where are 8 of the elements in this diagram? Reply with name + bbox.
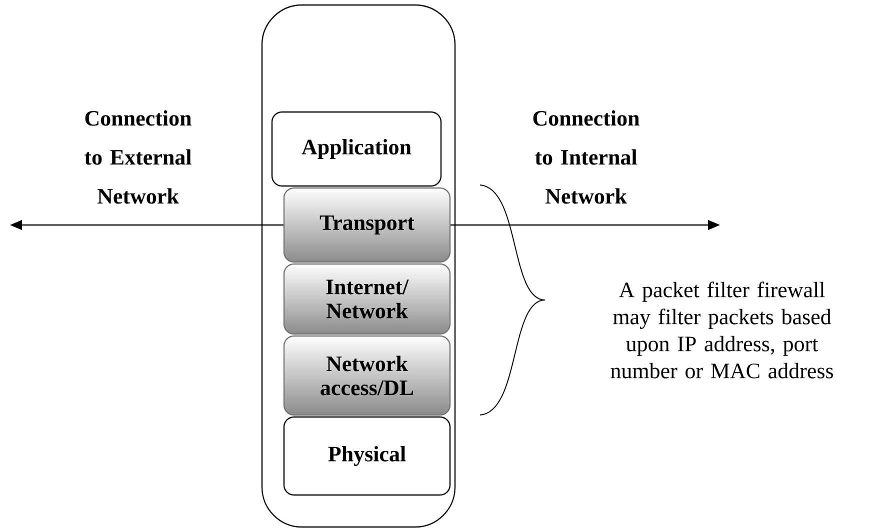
connection-label: Connection to External Network (84, 110, 192, 204)
layer-box: Physical (283, 416, 451, 496)
layer-box: Network access/DL (283, 335, 451, 416)
layer-box: Internet/ Network (283, 263, 451, 335)
layer-box: Application (271, 111, 442, 187)
connection-label: Connection to Internal Network (533, 110, 640, 204)
layer-box: Transport (283, 187, 451, 263)
note-text: A packet filter firewall may filter packets based upon IP address, port number or MAC address (610, 282, 833, 378)
